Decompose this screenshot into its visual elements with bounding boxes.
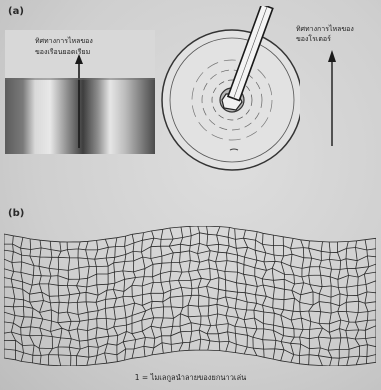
mesh-lines — [4, 226, 376, 366]
rotor-caption: ทิศทางการไหลของ ของโรเตอร์ — [296, 24, 380, 44]
mesh-grid — [4, 226, 376, 366]
figure-caption: 1 = ไมเลกูลนำลายของยกนาวเล่น — [0, 372, 381, 384]
cellulose-mesh-diagram — [4, 226, 376, 366]
photo-overlay — [5, 30, 155, 154]
rotor-caption-line-1: ทิศทางการไหลของ — [296, 24, 380, 34]
rotor-arrow-head-icon — [328, 50, 336, 62]
up-arrow-head-icon — [75, 54, 83, 64]
rotor-disc-diagram — [160, 6, 300, 186]
rotor-flow-arrow — [326, 48, 338, 148]
rotor-caption-line-2: ของโรเตอร์ — [296, 34, 380, 44]
photo-divider — [5, 78, 155, 80]
panel-a-label: (a) — [8, 6, 24, 17]
panel-b-label: (b) — [8, 208, 24, 219]
sample-photo: ทิศทางการไหลของ ของเรือนยอดเรียม — [5, 30, 155, 154]
